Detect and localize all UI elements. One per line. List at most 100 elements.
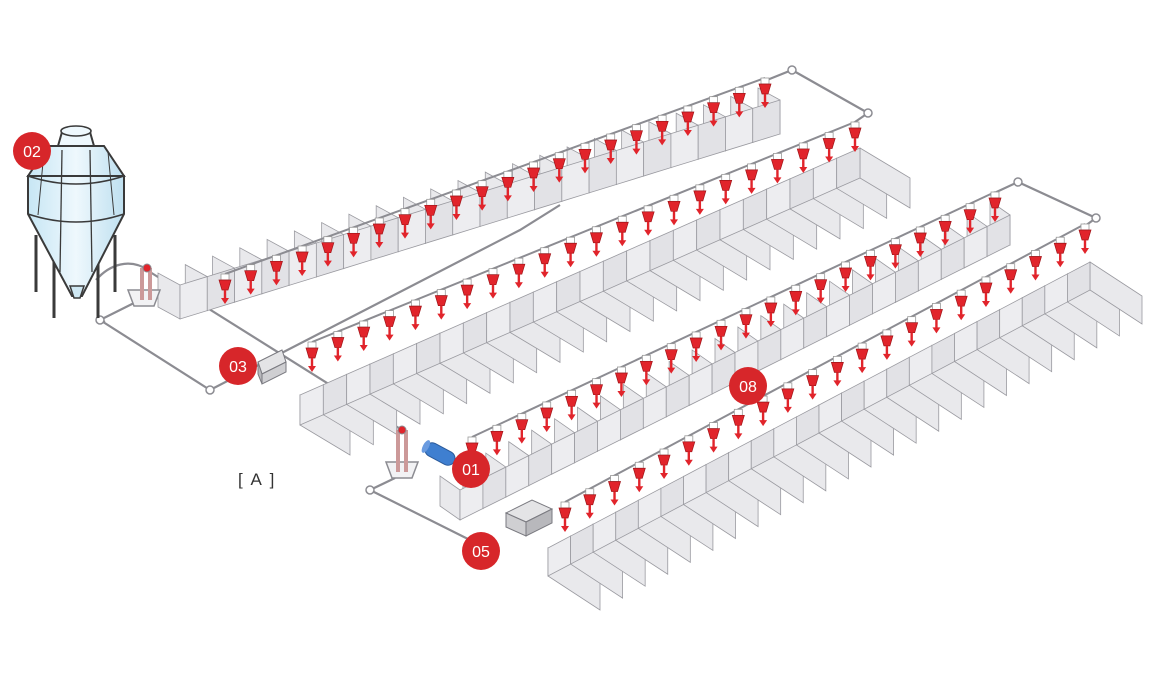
feed-pipe	[224, 77, 766, 275]
feeder-top	[307, 341, 317, 349]
feeder-tip	[567, 414, 576, 421]
feeder-tip	[761, 102, 769, 108]
feeder-hopper	[590, 384, 603, 396]
feeder	[460, 278, 474, 310]
feeder-top	[882, 329, 892, 337]
feeder-top	[683, 105, 693, 113]
control-unit-03	[257, 349, 287, 385]
pipe-elbow	[365, 485, 375, 495]
feeder-top	[866, 249, 875, 257]
feeder	[963, 203, 977, 234]
feeder-top	[592, 226, 601, 234]
feeder-tip	[981, 300, 990, 307]
feeder-top	[940, 214, 950, 222]
feeder	[589, 226, 603, 257]
feeder-top	[659, 448, 669, 456]
feeder-hopper	[732, 92, 746, 104]
feeder	[739, 308, 753, 339]
feeder-hopper	[1004, 269, 1018, 281]
feeder-hopper	[305, 347, 319, 359]
feeder-top	[374, 217, 384, 225]
pen-panel	[1067, 261, 1091, 303]
feeder-top	[1055, 236, 1065, 244]
feeder-hopper	[512, 263, 526, 275]
feeder-tip	[759, 420, 768, 427]
feeder	[681, 105, 695, 136]
feeder	[538, 247, 552, 278]
feeder	[770, 153, 784, 184]
feeder	[689, 331, 703, 362]
feeder	[745, 163, 759, 194]
feeder-hopper	[244, 270, 258, 282]
feeder-hopper	[434, 295, 448, 306]
feeder-top	[1006, 263, 1016, 271]
pen-row	[299, 147, 911, 456]
feeder-hopper	[578, 148, 592, 160]
feeder-top	[540, 247, 550, 255]
feeder-top	[333, 331, 343, 338]
feeder-top	[733, 408, 743, 416]
feeder-hopper	[639, 360, 653, 372]
feeder-hopper	[552, 158, 566, 170]
feeder-hopper	[938, 220, 952, 232]
feeder-tip	[517, 437, 526, 444]
feeder	[682, 435, 696, 466]
feeder	[806, 369, 820, 400]
feeder-top	[585, 488, 595, 496]
feeder-hopper	[641, 211, 655, 223]
feeder	[707, 96, 721, 127]
feeder-tip	[503, 195, 512, 202]
feeder-tip	[529, 186, 538, 192]
feeder-top	[436, 289, 446, 297]
feeder-hopper	[664, 349, 678, 361]
feeder-hopper	[538, 253, 552, 265]
feeder-tip	[709, 446, 718, 453]
feeder	[486, 268, 500, 299]
feeder	[565, 389, 579, 421]
feeder-top	[766, 296, 776, 304]
feeder-hopper	[398, 214, 412, 226]
feeder-top	[666, 343, 676, 351]
feeder-tip	[478, 204, 487, 211]
feeder-hopper	[475, 186, 489, 198]
feeder-hopper	[954, 295, 968, 307]
feeder-hopper	[689, 337, 703, 349]
feeder-tip	[747, 187, 756, 194]
feeder-tip	[359, 345, 368, 352]
feeder-tip	[660, 473, 669, 480]
feeder-hopper	[608, 481, 621, 492]
feeder-hopper	[655, 120, 669, 132]
feeder-hopper	[880, 335, 894, 347]
pen-panel	[615, 141, 645, 185]
feeder	[905, 316, 919, 347]
feeder	[719, 173, 733, 205]
feeder-top	[773, 153, 782, 160]
feeder	[781, 382, 795, 413]
feeder	[512, 257, 526, 289]
feeder-tip	[592, 250, 601, 257]
feeder-line	[218, 77, 772, 304]
feeder	[629, 124, 643, 155]
feeder	[608, 475, 621, 506]
feeder-hopper	[758, 83, 772, 95]
feeder-top	[643, 205, 653, 213]
feeder-top	[915, 226, 925, 234]
feeder	[796, 142, 810, 173]
feeder-hopper	[855, 348, 869, 360]
feeder-tip	[221, 298, 229, 304]
feeder-hopper	[714, 325, 728, 337]
feeder-hopper	[589, 232, 603, 244]
feeder-top	[488, 268, 498, 276]
feeder-tip	[783, 406, 792, 413]
feeder	[347, 226, 361, 258]
feeder-hopper	[614, 372, 628, 384]
feeder-tip	[246, 288, 255, 295]
feeder	[764, 296, 778, 327]
feeder-hopper	[667, 200, 681, 212]
feeder-hopper	[707, 428, 721, 439]
feeder-top	[932, 303, 941, 310]
feeder-hopper	[806, 375, 820, 386]
feeder-tip	[966, 227, 975, 234]
feeder-top	[220, 273, 230, 281]
feeder-tip	[1031, 274, 1040, 281]
